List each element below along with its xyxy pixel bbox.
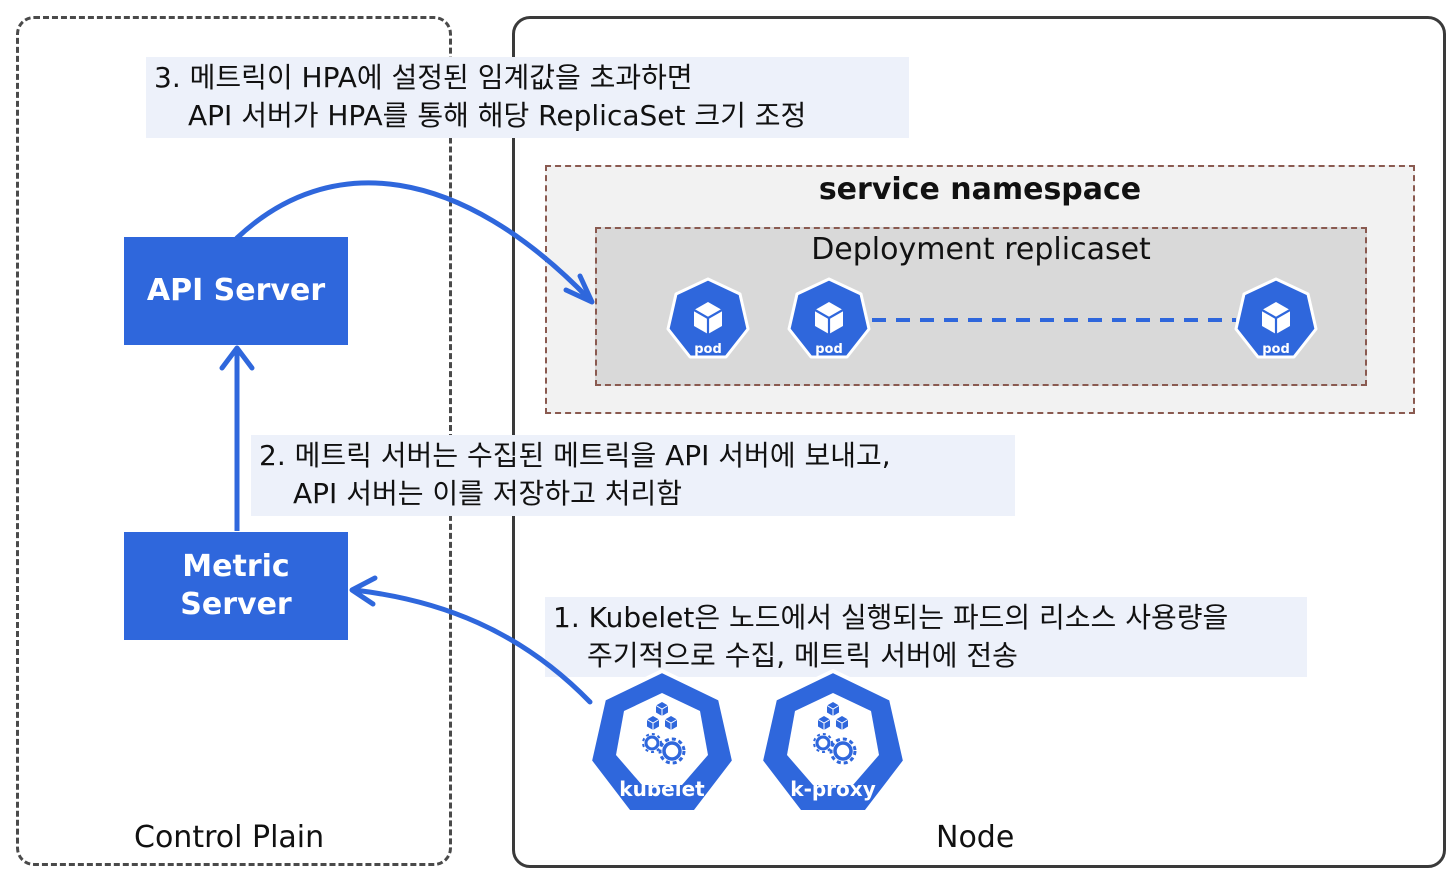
namespace-title: service namespace bbox=[818, 172, 1142, 207]
control-plane-label: Control Plain bbox=[134, 820, 325, 855]
pod-label: pod bbox=[815, 342, 843, 357]
arrow-metric-to-api bbox=[219, 345, 255, 531]
arrow-api-to-replicaset bbox=[234, 180, 595, 305]
api-server-label: API Server bbox=[146, 273, 326, 308]
step3-line1: 3. 메트릭이 HPA에 설정된 임계값을 초과하면 bbox=[154, 61, 693, 94]
arrow-kubelet-to-metric bbox=[349, 575, 593, 705]
step3-note: 3. 메트릭이 HPA에 설정된 임계값을 초과하면 API 서버가 HPA를 … bbox=[146, 57, 909, 138]
pod-label: pod bbox=[1262, 342, 1290, 357]
node-label: Node bbox=[936, 820, 1015, 855]
metric-server-label-line2: Server bbox=[180, 587, 292, 622]
pod-icon: pod bbox=[1234, 277, 1318, 359]
replicaset-title: Deployment replicaset bbox=[811, 232, 1151, 267]
kubelet-icon: kubelet bbox=[588, 669, 736, 814]
kubelet-label: kubelet bbox=[619, 777, 705, 801]
metric-server-label-line1: Metric bbox=[182, 549, 290, 584]
step3-line2: API 서버가 HPA를 통해 해당 ReplicaSet 크기 조정 bbox=[188, 99, 807, 132]
step1-line1: 1. Kubelet은 노드에서 실행되는 파드의 리소스 사용량을 bbox=[553, 601, 1229, 634]
pod-label: pod bbox=[694, 342, 722, 357]
metric-server-box: Metric Server bbox=[124, 532, 348, 640]
kproxy-icon: k-proxy bbox=[759, 669, 907, 814]
step1-note: 1. Kubelet은 노드에서 실행되는 파드의 리소스 사용량을 주기적으로… bbox=[545, 597, 1307, 677]
api-server-box: API Server bbox=[124, 237, 348, 345]
pod-icon: pod bbox=[787, 277, 871, 359]
step2-line2: API 서버는 이를 저장하고 처리함 bbox=[293, 477, 683, 510]
kproxy-label: k-proxy bbox=[790, 777, 875, 801]
step1-line2: 주기적으로 수집, 메트릭 서버에 전송 bbox=[587, 639, 1018, 672]
step2-line1: 2. 메트릭 서버는 수집된 메트릭을 API 서버에 보내고, bbox=[259, 439, 891, 472]
pod-icon: pod bbox=[666, 277, 750, 359]
step2-note: 2. 메트릭 서버는 수집된 메트릭을 API 서버에 보내고, API 서버는… bbox=[251, 435, 1015, 516]
